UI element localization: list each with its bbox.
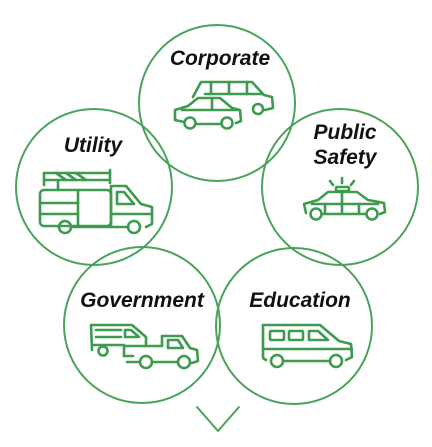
public-safety-label-line2: Safety [313, 146, 377, 169]
corporate-label: Corporate [170, 47, 271, 70]
corporate-circle [138, 24, 296, 182]
government-circle [63, 246, 221, 404]
van-icon [261, 323, 354, 369]
education-label: Education [249, 289, 351, 312]
public-safety-label-line1: Public [313, 121, 376, 144]
government-label: Government [80, 289, 205, 312]
education-circle [215, 247, 373, 405]
public-safety-circle [261, 108, 419, 266]
police-car-icon [302, 176, 387, 221]
utility-label: Utility [64, 134, 124, 157]
chevron-down-icon [196, 406, 240, 432]
segment-rings [15, 24, 419, 405]
van-and-pickup-icon [89, 323, 200, 370]
bucket-truck-icon [38, 168, 154, 235]
two-cars-icon [173, 80, 275, 130]
utility-circle [15, 108, 173, 266]
